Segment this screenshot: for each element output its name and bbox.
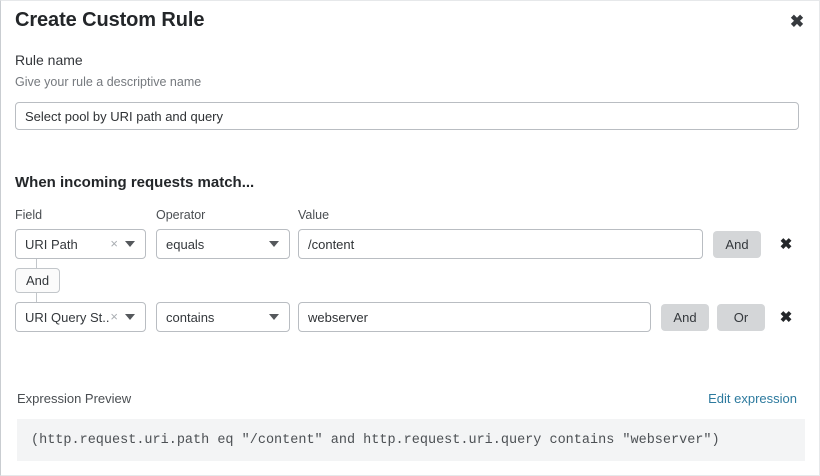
chevron-down-icon [269,241,279,247]
rule-name-label: Rule name [15,52,83,68]
rule-name-input[interactable] [15,102,799,130]
operator-select-2-value: contains [166,309,215,325]
close-icon[interactable]: ✖ [783,7,811,35]
expression-preview-label: Expression Preview [17,391,132,406]
condition-row: URI Path × equals And ✖ [1,229,820,259]
column-header-field: Field [15,208,43,222]
dialog-title: Create Custom Rule [15,9,205,31]
column-header-operator: Operator [156,208,206,222]
chevron-down-icon [269,314,279,320]
connector-line-top [36,259,37,269]
field-select-1[interactable]: URI Path × [15,229,146,259]
operator-select-1-value: equals [166,236,205,252]
operator-select-1[interactable]: equals [156,229,290,259]
field-select-2-value: URI Query St... [25,309,111,325]
clear-icon[interactable]: × [110,309,118,324]
value-input-1[interactable] [298,229,703,259]
clear-icon[interactable]: × [110,236,118,251]
or-button-2[interactable]: Or [717,304,765,331]
chevron-down-icon [125,241,135,247]
operator-select-2[interactable]: contains [156,302,290,332]
delete-condition-icon-1[interactable]: ✖ [773,230,799,258]
and-button-2[interactable]: And [661,304,709,331]
delete-condition-icon-2[interactable]: ✖ [773,303,799,331]
column-header-value: Value [298,208,330,222]
field-select-2[interactable]: URI Query St... × [15,302,146,332]
edit-expression-link[interactable]: Edit expression [708,391,797,406]
chevron-down-icon [125,314,135,320]
condition-row: URI Query St... × contains And Or ✖ [1,302,820,332]
expression-preview-code: (http.request.uri.path eq "/content" and… [17,419,805,461]
group-connector-and[interactable]: And [15,268,61,293]
conditions-heading: When incoming requests match... [15,174,255,191]
and-button-1[interactable]: And [713,231,761,258]
rule-name-help-text: Give your rule a descriptive name [15,75,202,89]
value-input-2[interactable] [298,302,651,332]
connector-line-bottom [36,292,37,302]
field-select-1-value: URI Path [25,236,78,252]
